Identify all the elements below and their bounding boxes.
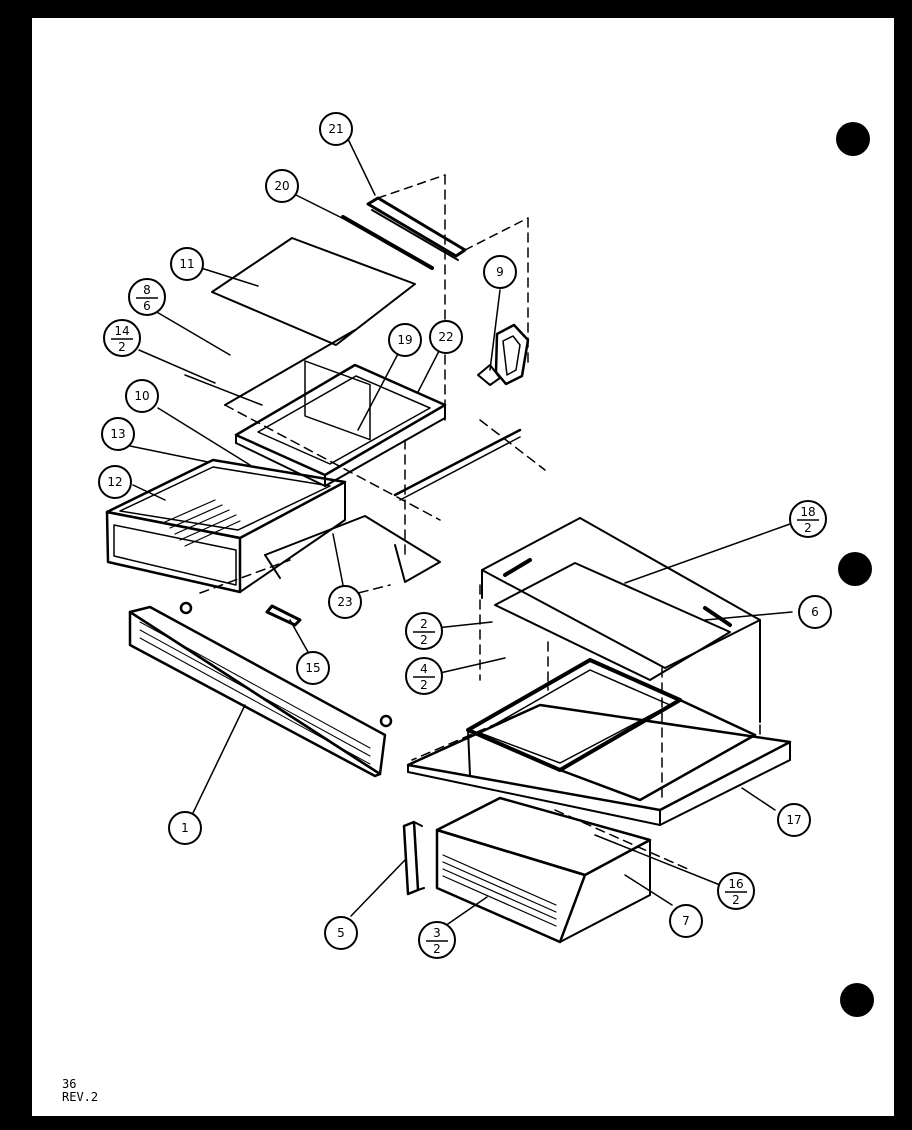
- callout-number: 16: [728, 877, 743, 891]
- callout-4-2: 42: [405, 657, 443, 695]
- callout-number: 2: [433, 942, 441, 956]
- callout-circle: [789, 500, 827, 538]
- callout-22: 22: [429, 320, 463, 354]
- callout-5: 5: [324, 916, 358, 950]
- callout-10: 10: [125, 379, 159, 413]
- callout-7: 7: [669, 904, 703, 938]
- callout-13: 13: [101, 417, 135, 451]
- callout-number: 21: [328, 122, 343, 136]
- binder-hole-bottom: [840, 983, 874, 1017]
- callout-number: 9: [496, 265, 504, 279]
- callout-8-6: 86: [128, 278, 166, 316]
- callout-number: 13: [110, 427, 125, 441]
- callout-number: 19: [397, 333, 412, 347]
- callout-circle: [296, 651, 330, 685]
- callout-circle: [170, 247, 204, 281]
- callout-number: 22: [438, 330, 453, 344]
- callout-circle: [418, 921, 456, 959]
- callout-circle: [319, 112, 353, 146]
- callout-11: 11: [170, 247, 204, 281]
- exploded-view-drawing: [105, 138, 793, 944]
- binder-hole-middle: [838, 552, 872, 586]
- paper: [32, 18, 894, 1116]
- callout-17: 17: [777, 803, 811, 837]
- callout-number: 5: [337, 926, 345, 940]
- callout-number: 2: [732, 893, 740, 907]
- callout-circle: [101, 417, 135, 451]
- callout-2-2: 22: [405, 612, 443, 650]
- callout-number: 14: [114, 324, 129, 338]
- callout-number: 6: [811, 605, 819, 619]
- callout-circle: [669, 904, 703, 938]
- callout-3-2: 32: [418, 921, 456, 959]
- callout-circle: [388, 323, 422, 357]
- callout-number: 18: [800, 505, 815, 519]
- callout-number: 12: [107, 475, 122, 489]
- callout-19: 19: [388, 323, 422, 357]
- callout-circle: [405, 612, 443, 650]
- callout-number: 2: [420, 678, 428, 692]
- callout-23: 23: [328, 585, 362, 619]
- callout-number: 10: [134, 389, 149, 403]
- callout-number: 2: [420, 617, 428, 631]
- callout-6: 6: [798, 595, 832, 629]
- callout-number: 3: [433, 926, 441, 940]
- binder-hole-top: [836, 122, 870, 156]
- callout-21: 21: [319, 112, 353, 146]
- callout-circle: [777, 803, 811, 837]
- callout-number: 20: [274, 179, 289, 193]
- callout-number: 6: [143, 299, 151, 313]
- callout-number: 15: [305, 661, 320, 675]
- callout-9: 9: [483, 255, 517, 289]
- callout-number: 2: [804, 521, 812, 535]
- callout-circle: [328, 585, 362, 619]
- callout-circle: [265, 169, 299, 203]
- page-number: 36: [62, 1077, 77, 1091]
- callout-circle: [405, 657, 443, 695]
- callout-circle: [324, 916, 358, 950]
- callout-number: 7: [682, 914, 690, 928]
- callout-16-2: 162: [717, 872, 755, 910]
- callout-circle: [128, 278, 166, 316]
- callout-circle: [798, 595, 832, 629]
- callout-number: 17: [786, 813, 801, 827]
- callout-12: 12: [98, 465, 132, 499]
- callout-number: 4: [420, 662, 428, 676]
- callout-circle: [103, 319, 141, 357]
- callout-circle: [98, 465, 132, 499]
- callout-number: 8: [143, 283, 151, 297]
- callout-circle: [125, 379, 159, 413]
- callout-15: 15: [296, 651, 330, 685]
- callout-circle: [717, 872, 755, 910]
- callout-20: 20: [265, 169, 299, 203]
- callout-circle: [429, 320, 463, 354]
- callout-14-2: 142: [103, 319, 141, 357]
- callout-circle: [168, 811, 202, 845]
- callout-1: 1: [168, 811, 202, 845]
- callout-number: 2: [420, 633, 428, 647]
- callout-number: 2: [118, 340, 126, 354]
- callout-circle: [483, 255, 517, 289]
- revision-label: REV.2: [62, 1090, 99, 1104]
- callout-number: 23: [337, 595, 352, 609]
- callout-18-2: 182: [789, 500, 827, 538]
- callout-number: 11: [179, 257, 194, 271]
- callout-number: 1: [181, 821, 189, 835]
- page-footer: 36 REV.2: [62, 1078, 98, 1104]
